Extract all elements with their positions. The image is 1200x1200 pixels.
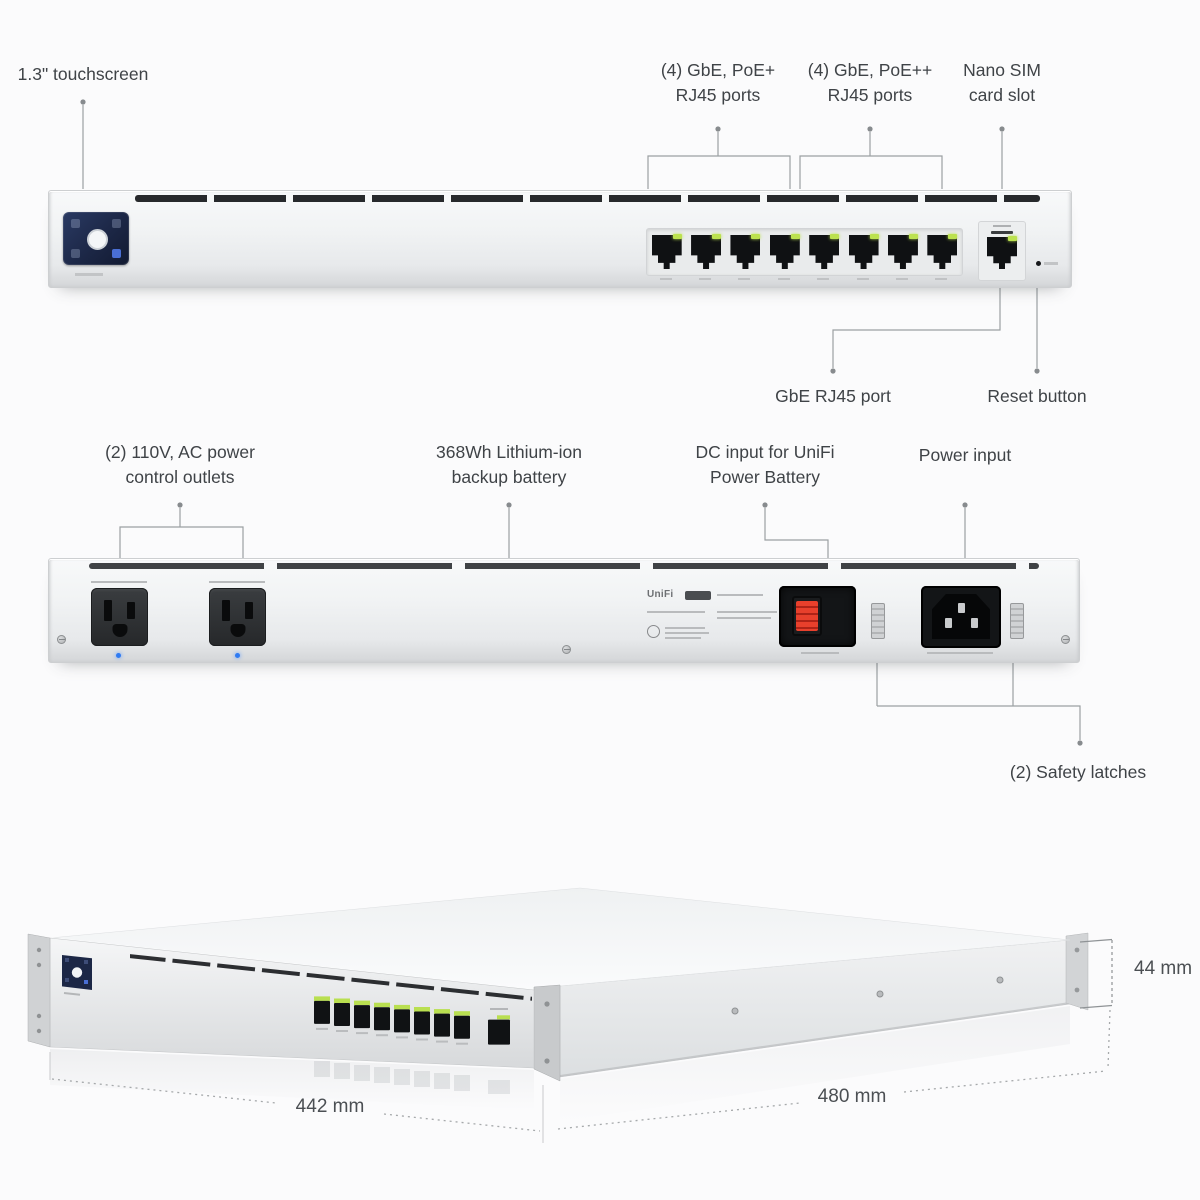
screen-icon — [71, 249, 80, 258]
reset-button — [1036, 261, 1041, 266]
label-nano-sim: Nano SIM card slot — [963, 60, 1041, 105]
ac-outlet — [209, 588, 266, 646]
rj45-port — [691, 234, 722, 269]
reset-text — [1044, 262, 1058, 265]
touchscreen — [63, 212, 129, 265]
rj45-port — [334, 998, 350, 1032]
led-indicator — [235, 653, 240, 658]
led-indicator — [908, 234, 918, 239]
rj45-port — [769, 234, 800, 269]
dimension-depth: 480 mm — [817, 1086, 887, 1107]
rack-ear — [1065, 932, 1089, 1011]
label-battery: 368Wh Lithium-ion backup battery — [436, 442, 582, 487]
label-ac-outlets: (2) 110V, AC power control outlets — [105, 442, 255, 487]
led-indicator — [948, 234, 958, 239]
label-poe-plus-ports: (4) GbE, PoE+ RJ45 ports — [660, 60, 776, 105]
led-indicator — [1008, 236, 1017, 241]
screw-icon — [731, 976, 1004, 1015]
screw-icon — [562, 645, 571, 654]
unifi-wordmark: UniFi — [647, 589, 674, 600]
label-power-input: Power input — [918, 445, 1012, 465]
iec-power-inlet — [921, 586, 1001, 648]
rj45-port — [730, 234, 761, 269]
reflection — [50, 988, 1070, 1122]
label-reset-button: Reset button — [987, 386, 1087, 406]
rack-ear — [27, 933, 51, 1048]
rj45-port — [887, 234, 918, 269]
led-indicator — [712, 234, 722, 239]
safety-latch — [871, 603, 885, 639]
inlet-text — [927, 652, 993, 654]
vent-grille — [135, 195, 1040, 202]
led-indicator — [116, 653, 121, 658]
dimension-height: 44 mm — [1134, 958, 1193, 979]
poe-port-group — [646, 228, 963, 276]
rj45-port — [414, 1007, 430, 1041]
outlet-text — [209, 581, 265, 583]
certification-icon — [647, 625, 660, 638]
model-badge — [685, 591, 711, 600]
label-safety-latches: (2) Safety latches — [1009, 762, 1147, 782]
rack-ear — [533, 984, 561, 1082]
nano-sim-text — [993, 225, 1011, 227]
front-panel — [48, 190, 1072, 288]
screen-icon — [71, 219, 80, 228]
label-touchscreen: 1.3" touchscreen — [17, 64, 149, 84]
screw-icon — [57, 635, 66, 644]
ac-outlet — [91, 588, 148, 646]
dc-input-connector — [779, 586, 856, 647]
led-indicator — [751, 234, 761, 239]
label-poe-plusplus-ports: (4) GbE, PoE++ RJ45 ports — [807, 60, 933, 105]
rj45-port — [927, 234, 958, 269]
rj45-port — [374, 1002, 390, 1037]
rj45-port — [354, 1000, 370, 1035]
port-numbers — [646, 278, 961, 280]
isometric-view — [27, 887, 1113, 1143]
rj45-port — [809, 234, 840, 269]
nano-sim-slot — [991, 231, 1013, 234]
rj45-port — [848, 234, 879, 269]
poe-port-group — [314, 996, 470, 1045]
rj45-port — [488, 1008, 510, 1045]
rj45-port — [987, 236, 1017, 269]
screw-icon — [1061, 635, 1070, 644]
label-dc-input: DC input for UniFi Power Battery — [695, 442, 835, 487]
outlet-text — [91, 581, 147, 583]
rj45-port — [454, 1011, 470, 1045]
rj45-port — [651, 234, 682, 269]
front-face — [49, 937, 535, 1069]
dc-text — [801, 652, 839, 654]
led-indicator — [790, 234, 800, 239]
touchscreen — [62, 955, 92, 996]
label-gbe-port: GbE RJ45 port — [775, 386, 891, 406]
side-face — [559, 939, 1071, 1078]
led-indicator — [869, 234, 879, 239]
safety-latch — [1010, 603, 1024, 639]
led-indicator — [830, 234, 840, 239]
rocker-switch-icon — [792, 596, 822, 636]
back-panel: UniFi — [48, 558, 1080, 663]
vent-grille — [130, 952, 532, 1001]
wan-port-assembly — [978, 221, 1026, 281]
rj45-port — [314, 996, 330, 1030]
led-indicator — [672, 234, 682, 239]
brand-text — [75, 273, 103, 276]
rj45-port — [394, 1004, 410, 1039]
screen-dial-icon — [87, 229, 108, 250]
screw-icon — [36, 947, 42, 1034]
dimension-lines — [49, 938, 1113, 1143]
rj45-port — [434, 1009, 450, 1043]
dimension-width: 442 mm — [295, 1096, 365, 1117]
screen-icon — [112, 219, 121, 228]
top-face — [49, 887, 1071, 991]
screen-icon — [112, 249, 121, 258]
vent-grille — [89, 563, 1039, 569]
